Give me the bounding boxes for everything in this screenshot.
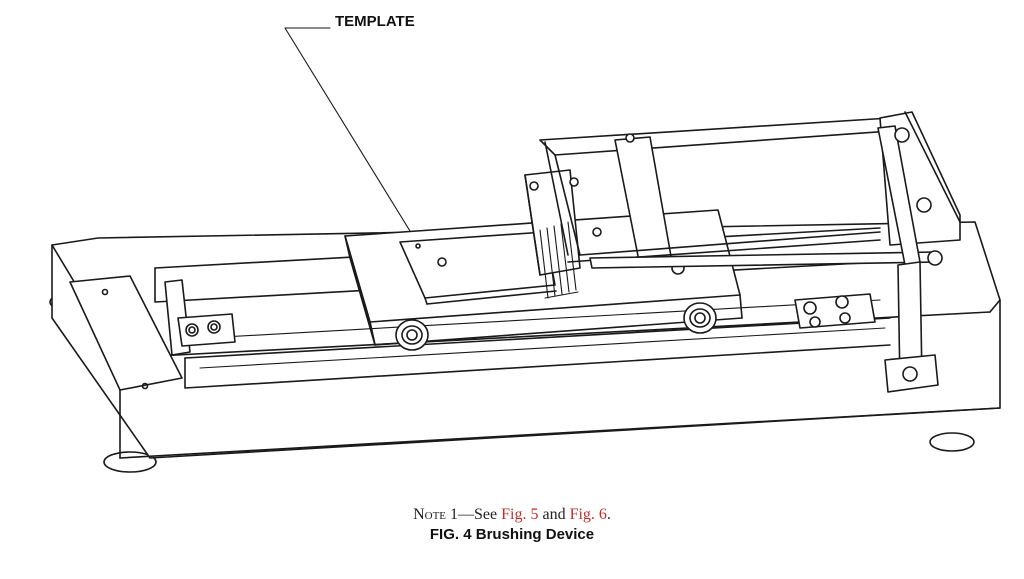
frame-bolt — [625, 133, 635, 143]
carriage-front-corner — [369, 321, 376, 346]
note-text: 1—See — [450, 506, 502, 523]
panel-screw — [141, 382, 149, 390]
upright-edge — [904, 111, 961, 223]
bolt-icon-inner — [188, 326, 196, 334]
frame-top-bar — [539, 117, 906, 156]
frame-left-post — [554, 154, 581, 256]
figure-caption: Note 1—See Fig. 5 and Fig. 6. FIG. 4 Bru… — [0, 505, 1024, 545]
knob-left-center — [406, 329, 418, 341]
template-plate-thickness — [424, 297, 428, 305]
rail-slot-line — [169, 299, 881, 341]
bolt-icon — [839, 312, 851, 324]
template-marker — [415, 243, 421, 249]
bolt-icon — [809, 316, 821, 328]
carriage-bottom-edge — [374, 317, 743, 346]
bolt-icon — [835, 295, 849, 309]
frame-bolt — [592, 227, 602, 237]
knob-right-center — [694, 312, 706, 324]
right-clamp — [794, 293, 876, 329]
brush-block-edge — [524, 174, 541, 276]
template-callout: TEMPLATE — [284, 13, 419, 245]
callout-leader-line — [284, 27, 419, 245]
brush-bolt — [529, 181, 539, 191]
brushing-device-drawing: TEMPLATE — [49, 13, 1001, 473]
bolt-icon — [916, 197, 932, 213]
bolt-icon — [803, 301, 817, 315]
arm-end-bolt — [927, 250, 943, 266]
bolt-icon — [185, 323, 199, 337]
ref-fig5-link[interactable]: Fig. 5 — [501, 506, 539, 523]
ref-fig6-link[interactable]: Fig. 6 — [569, 506, 607, 523]
bolt-icon — [902, 366, 918, 382]
carriage-right-corner — [739, 294, 743, 319]
foot-front-right — [929, 432, 975, 452]
end-panel — [69, 275, 183, 391]
template-plate-thickness-2 — [426, 290, 557, 305]
template-screw — [437, 257, 447, 267]
left-clamp — [177, 313, 236, 347]
template-plate-body — [399, 231, 556, 299]
bolt-icon — [207, 320, 221, 334]
panel-screw — [101, 288, 109, 296]
base-bottom-edge — [119, 407, 1001, 459]
bolt-icon — [894, 127, 910, 143]
template-plate — [399, 231, 557, 305]
brush-bristles — [539, 221, 579, 299]
frame-left-post-2 — [544, 141, 569, 256]
figure-title: FIG. 4 Brushing Device — [429, 526, 595, 543]
frame-bottom-bar — [579, 231, 881, 256]
left-bracket — [164, 279, 236, 356]
rail-front — [184, 344, 891, 389]
base-right-edge — [989, 299, 1001, 313]
note-end: . — [606, 506, 611, 523]
note-and: and — [538, 506, 570, 523]
base-plate-body — [51, 221, 1001, 459]
rail-slot-line-2 — [199, 327, 886, 369]
note-prefix: Note — [413, 506, 447, 523]
rail-front-top — [184, 317, 891, 359]
callout-label: TEMPLATE — [335, 13, 415, 30]
roller-knobs — [395, 302, 717, 351]
right-upright — [877, 111, 961, 393]
figure-note: Note 1—See Fig. 5 and Fig. 6. — [0, 505, 1024, 525]
drive-arm — [589, 250, 943, 269]
brush-bolt — [569, 177, 579, 187]
bolt-icon-inner — [210, 323, 218, 331]
